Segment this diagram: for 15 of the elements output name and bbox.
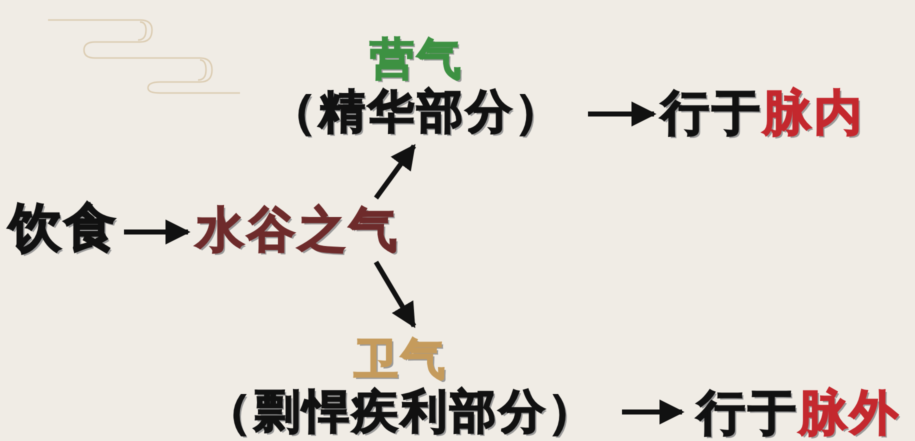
phrase-text: 行于: [697, 389, 799, 437]
arrow: [374, 144, 416, 200]
phrase-text: 脉外: [799, 389, 901, 437]
heading-text: 卫气: [354, 338, 448, 382]
phrase-text: （剽悍疾利部分）: [205, 388, 597, 434]
arrow: [622, 400, 684, 424]
phrase-text: 饮食: [9, 202, 119, 254]
arrow: [588, 102, 656, 126]
arrow: [124, 220, 190, 244]
phrase-text: 水谷之气: [196, 206, 400, 254]
arrow: [374, 260, 416, 328]
heading-text: 营气: [370, 38, 464, 82]
phrase-text: （精华部分）: [270, 88, 564, 134]
phrase-text: 行于: [661, 89, 763, 137]
phrase-text: 脉内: [763, 89, 865, 137]
